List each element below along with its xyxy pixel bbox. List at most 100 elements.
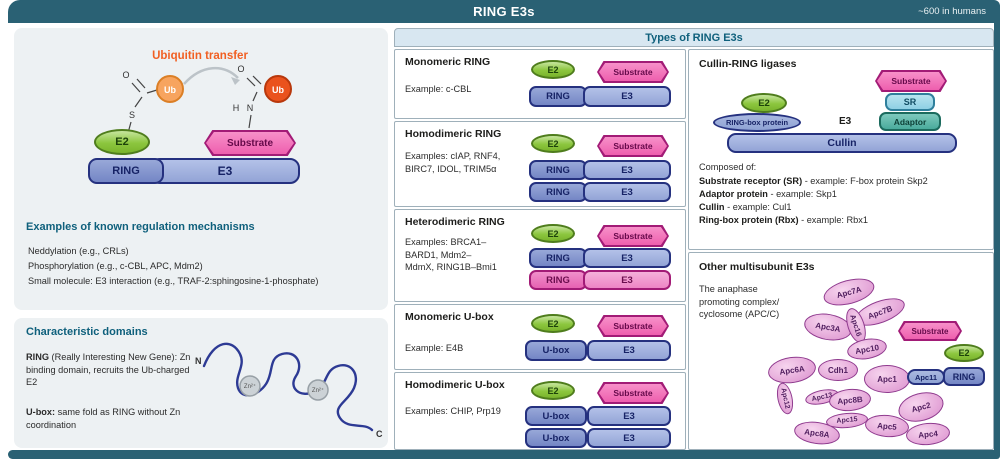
ubiquitin-transfer-title: Ubiquitin transfer [152,50,248,62]
e2-enzyme: E2 [944,344,984,362]
substrate-hexagon: Substrate [875,70,947,92]
e3-ligase-partner: E3 [583,270,671,290]
section-title: Homodimeric RING [405,128,502,140]
panel-characteristic-domains: Characteristic domains RING (Really Inte… [14,318,388,448]
ring-box-protein: RING-box protein [713,113,801,132]
section-title: Cullin-RING ligases [699,58,797,70]
e2-enzyme: E2 [531,381,575,400]
ubox-domain: U-box [525,406,587,426]
substrate-label: Substrate [911,326,949,336]
substrate-label: Substrate [613,231,653,241]
ring-domain: RING [529,86,587,107]
section-example: Example: E4B [405,343,464,353]
section-monomeric-ring: Monomeric RING Example: c-CBL E2 Substra… [394,49,686,119]
ring-domain: RING [943,367,985,386]
ring-definition-term: RING [26,352,49,362]
section-title: Monomeric U-box [405,311,494,323]
section-example: Examples: cIAP, RNF4, BIRC7, IDOL, TRIM5… [405,151,501,174]
zinc-ion-circle [307,379,329,401]
e3-ligase: E3 [583,160,671,180]
ring-domain: RING [529,248,587,268]
apc-subunit: Apc12 [774,381,796,416]
ubiquitin-transfer-chemistry: O S O H N Ub Ub [122,64,292,134]
figure-title: RING E3s [473,4,535,19]
hexagon-fill [877,72,945,90]
ring-domain: RING [529,160,587,180]
section-example: Examples: BRCA1–BARD1, Mdm2–MdmX, RING1B… [405,237,497,272]
adaptor-protein: Adaptor [879,112,941,131]
section-title: Heterodimeric RING [405,216,505,228]
substrate-receptor: SR [885,93,935,111]
e3-label: E3 [839,116,852,127]
e2-enzyme: E2 [531,60,575,79]
substrate-label: Substrate [613,388,653,398]
substrate-label: Substrate [226,137,274,149]
ring-definition-text: (Really Interesting New Gene): Zn bindin… [26,352,191,387]
ubox-definition-term: U-box: [26,407,56,417]
component-example: - example: Skp1 [767,189,837,199]
component-term: Substrate receptor (SR) [699,176,803,186]
types-header: Types of RING E3s [394,28,994,47]
ubox-domain: U-box [525,340,587,361]
human-count-note: ~600 in humans [918,6,986,17]
e3-ligase: E3 [583,86,671,107]
transfer-arrowhead [231,77,240,85]
oxygen-atom: O [237,64,244,74]
substrate-hexagon: Substrate [597,135,669,157]
substrate-hexagon: Substrate [597,315,669,337]
section-title: Homodimeric U-box [405,379,505,391]
apc-subunit: Apc6A [766,353,818,387]
hexagon-fill [900,323,960,339]
zinc-ion-label: Zn²⁺ [312,387,324,394]
cullin-component: Cullin - example: Cul1 [699,202,791,212]
component-example: - example: Cul1 [724,202,792,212]
e3-ligase: E3 [150,158,300,184]
section-example: Example: c-CBL [405,84,472,94]
substrate-hexagon: Substrate [898,321,962,341]
e3-ligase: E3 [587,406,671,426]
ubox-definition-text: same fold as RING without Zn coordinatio… [26,407,181,430]
substrate-label: Substrate [891,76,931,86]
component-example: - example: F-box protein Skp2 [802,176,928,186]
frame-bottom-bar [8,450,1000,459]
section-title: Monomeric RING [405,56,491,68]
e2-enzyme: E2 [94,129,150,155]
section-other-multisubunit: Other multisubunit E3s The anaphase prom… [688,252,994,450]
transfer-arrow [183,66,239,85]
substrate-hexagon: Substrate [597,225,669,247]
oxygen-atom: O [122,70,129,80]
component-term: Adaptor protein [699,189,768,199]
nitrogen-atom: N [247,103,254,113]
zinc-finger-squiggle: N C Zn²⁺ Zn²⁺ [195,342,383,439]
sulfur-atom: S [129,110,135,120]
apc-subunit: Apc10 [845,335,889,363]
hexagon-fill [599,227,667,245]
e3-ligase: E3 [583,248,671,268]
component-term: Ring-box protein (Rbx) [699,215,799,225]
zinc-ion-circle [239,375,261,397]
section-heterodimeric-ring: Heterodimeric RING Examples: BRCA1–BARD1… [394,209,686,302]
section-homodimeric-ubox: Homodimeric U-box Examples: CHIP, Prp19 … [394,372,686,450]
e2-enzyme: E2 [531,134,575,153]
ring-domain-partner: RING [529,270,587,290]
section-monomeric-ubox: Monomeric U-box Example: E4B E2 Substrat… [394,304,686,370]
ubiquitin-thioester-circle [156,75,184,103]
e2-enzyme: E2 [531,314,575,333]
ubiquitin-transferred-circle [264,75,292,103]
domains-title: Characteristic domains [26,326,148,338]
regulation-item: Neddylation (e.g., CRLs) [28,246,129,256]
title-bar: RING E3s ~600 in humans [8,0,1000,23]
e3-ligase: E3 [587,340,671,361]
ring-definition: RING (Really Interesting New Gene): Zn b… [26,351,201,389]
section-example: Examples: CHIP, Prp19 [405,406,501,416]
apc-subunit: Apc4 [905,421,951,447]
cullin-component: Adaptor protein - example: Skp1 [699,189,837,199]
apc11-subunit: Apc11 [907,369,945,385]
apc-subunit: Apc1 [864,365,910,393]
substrate-hexagon: Substrate [597,61,669,83]
composed-of-title: Composed of: [699,162,757,172]
n-terminus-label: N [195,356,202,366]
regulation-item: Phosphorylation (e.g., c-CBL, APC, Mdm2) [28,261,203,271]
component-term: Cullin [699,202,725,212]
